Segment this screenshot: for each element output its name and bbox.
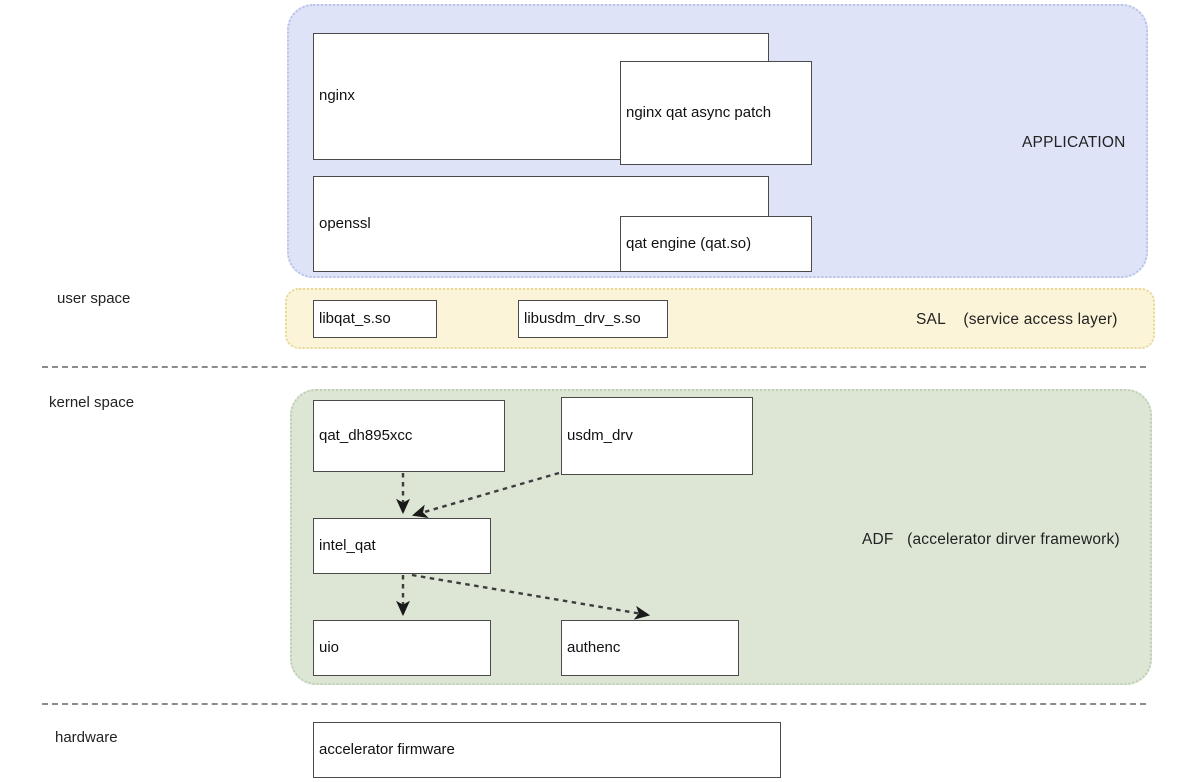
component-uio-label: uio <box>319 638 340 656</box>
component-nginx-qat-async-patch[interactable]: nginx qat async patch <box>620 61 812 165</box>
label-kernel-space: kernel space <box>49 394 135 411</box>
component-uio[interactable]: uio <box>313 620 491 676</box>
component-nginx-label: nginx <box>319 87 355 105</box>
component-qat-dh895xcc-label: qat_dh895xcc <box>319 426 413 444</box>
component-libusdm-drv-s-so[interactable]: libusdm_drv_s.so <box>518 300 668 338</box>
component-libqat-s-so-label: libqat_s.so <box>319 309 391 327</box>
component-qat-engine[interactable]: qat engine (qat.so) <box>620 216 812 272</box>
layer-sal-caption: SAL (service access layer) <box>916 311 1118 328</box>
component-libqat-s-so[interactable]: libqat_s.so <box>313 300 437 338</box>
component-authenc[interactable]: authenc <box>561 620 739 676</box>
component-nginx-qat-async-patch-label: nginx qat async patch <box>626 103 772 121</box>
label-user-space: user space <box>57 290 131 307</box>
component-qat-dh895xcc[interactable]: qat_dh895xcc <box>313 400 505 472</box>
component-authenc-label: authenc <box>567 638 621 656</box>
component-intel-qat-label: intel_qat <box>319 536 376 554</box>
label-hardware: hardware <box>55 729 118 746</box>
component-accelerator-firmware-label: accelerator firmware <box>319 740 455 758</box>
divider-kernel-hardware <box>42 703 1146 705</box>
component-intel-qat[interactable]: intel_qat <box>313 518 491 574</box>
component-usdm-drv[interactable]: usdm_drv <box>561 397 753 475</box>
layer-application-caption: APPLICATION <box>1022 134 1126 151</box>
divider-user-kernel <box>42 366 1146 368</box>
layer-kernel-caption: ADF (accelerator dirver framework) <box>862 531 1120 548</box>
component-usdm-drv-label: usdm_drv <box>567 426 633 444</box>
component-qat-engine-label: qat engine (qat.so) <box>626 234 752 252</box>
component-libusdm-drv-s-so-label: libusdm_drv_s.so <box>524 309 641 327</box>
component-openssl-label: openssl <box>319 214 371 232</box>
component-accelerator-firmware[interactable]: accelerator firmware <box>313 722 781 778</box>
